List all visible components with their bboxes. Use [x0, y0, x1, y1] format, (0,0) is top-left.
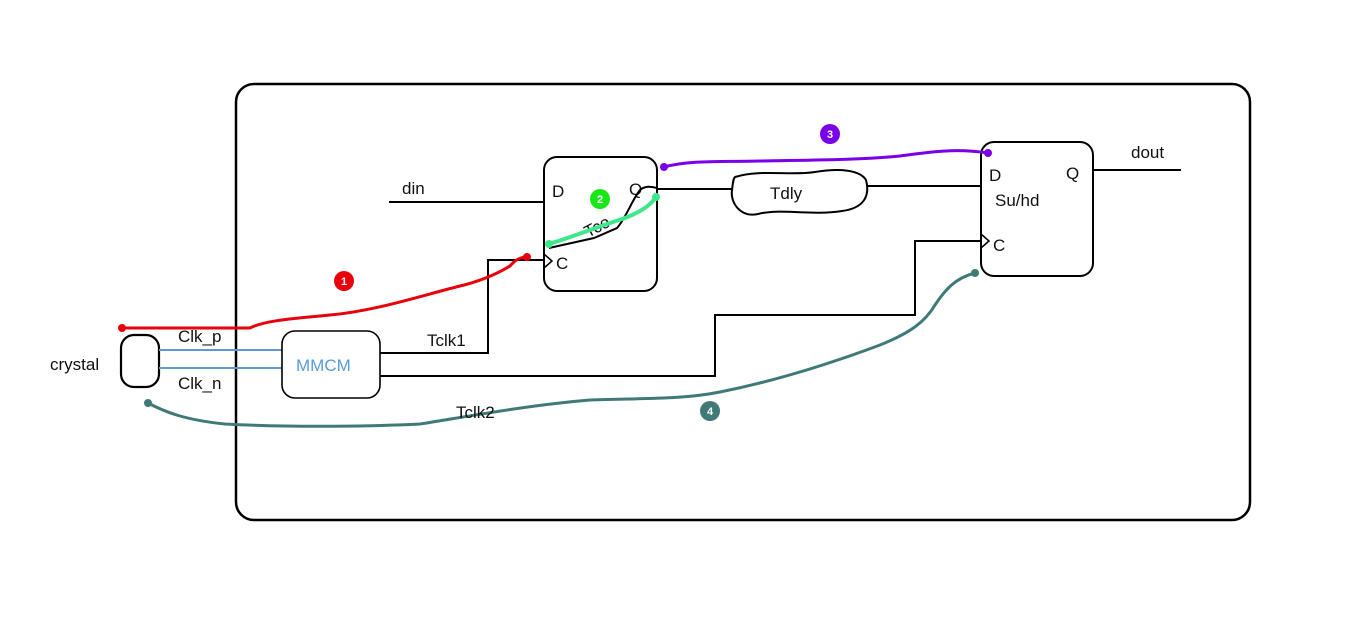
tclk2-label: Tclk2 — [456, 403, 495, 422]
din-label: din — [402, 179, 425, 198]
ff1-clock-triangle — [543, 253, 554, 269]
flipflop-2 — [980, 141, 1094, 277]
path-1-trace — [122, 255, 528, 330]
crystal-label: crystal — [50, 355, 99, 374]
clk-n-label: Clk_n — [178, 374, 221, 393]
ff1-d-label: D — [552, 182, 564, 201]
path-4-trace — [147, 271, 976, 428]
path-4-start-dot — [144, 399, 152, 407]
path-2-number: 2 — [597, 194, 603, 206]
path-4-end-dot — [971, 269, 979, 277]
path-1-start-dot — [118, 324, 126, 332]
path-3-badge — [820, 124, 840, 144]
tclk2-wire — [380, 240, 981, 377]
clk-p-label: Clk_p — [178, 327, 221, 346]
crystal-block — [119, 333, 161, 389]
path-1-badge — [334, 271, 354, 291]
flipflop-1 — [543, 156, 658, 292]
mmcm-label: MMCM — [296, 356, 351, 375]
path-4-badge — [700, 401, 720, 421]
tdly-cloud — [730, 169, 869, 216]
path-1-end-dot — [523, 253, 531, 261]
tclk1-label: Tclk1 — [427, 331, 466, 350]
tco-path — [548, 185, 658, 249]
path-3-start-dot — [660, 163, 668, 171]
path-2-start-dot — [545, 240, 553, 248]
mmcm-block — [281, 330, 381, 399]
path-2-badge — [590, 189, 610, 209]
ff2-d-label: D — [989, 166, 1001, 185]
ff1-c-label: C — [556, 254, 568, 273]
ff2-suhd-label: Su/hd — [995, 191, 1039, 210]
path-1-number: 1 — [341, 276, 347, 288]
path-3-end-dot — [984, 149, 992, 157]
dout-label: dout — [1131, 143, 1164, 162]
ff2-q-label: Q — [1066, 164, 1079, 183]
ff2-clock-triangle — [980, 233, 991, 249]
tdly-label: Tdly — [770, 184, 803, 203]
ff2-c-label: C — [993, 236, 1005, 255]
path-4-number: 4 — [707, 406, 714, 418]
fpga-boundary — [234, 82, 1252, 522]
path-3-trace — [663, 149, 989, 169]
path-2-end-dot — [652, 193, 660, 201]
ff1-q-label: Q — [629, 180, 642, 199]
path-2-trace — [548, 195, 658, 246]
path-3-number: 3 — [827, 129, 833, 141]
